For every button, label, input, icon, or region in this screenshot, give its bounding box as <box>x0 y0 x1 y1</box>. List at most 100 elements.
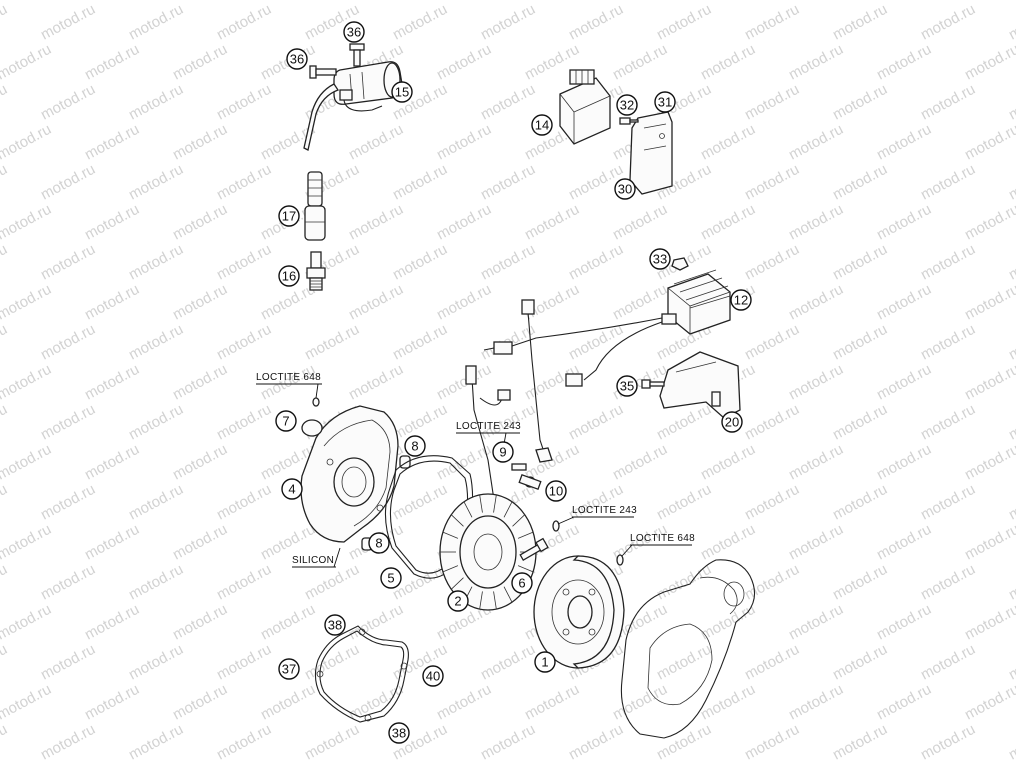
callout-6: 6 <box>511 572 533 594</box>
svg-text:2: 2 <box>454 594 461 609</box>
watermark-text: motod.ru <box>830 241 890 284</box>
watermark-text: motod.ru <box>38 721 98 762</box>
watermark-text: motod.ru <box>126 641 186 684</box>
watermark-text: motod.ru <box>918 1 978 44</box>
watermark-text: motod.ru <box>434 681 494 724</box>
watermark-text: motod.ru <box>1006 721 1016 762</box>
coil-bolt-top <box>349 43 365 67</box>
watermark-text: motod.ru <box>390 241 450 284</box>
callout-38-bottom: 38 <box>388 722 410 744</box>
svg-text:30: 30 <box>618 182 632 197</box>
watermark-text: motod.ru <box>786 201 846 244</box>
watermark-text: motod.ru <box>874 361 934 404</box>
watermark-text: motod.ru <box>566 241 626 284</box>
watermark-text: motod.ru <box>654 1 714 44</box>
watermark-text: motod.ru <box>82 121 142 164</box>
watermark-text: motod.ru <box>610 281 670 324</box>
watermark-text: motod.ru <box>38 81 98 124</box>
watermark-text: motod.ru <box>962 361 1016 404</box>
watermark-text: motod.ru <box>566 321 626 364</box>
watermark-text: motod.ru <box>1006 81 1016 124</box>
watermark-text: motod.ru <box>38 481 98 524</box>
watermark-text: motod.ru <box>214 321 274 364</box>
watermark-text: motod.ru <box>918 81 978 124</box>
watermark-text: motod.ru <box>1006 241 1016 284</box>
stator-coil-tooth <box>517 565 534 573</box>
crankcase-outline <box>620 559 756 739</box>
watermark-text: motod.ru <box>38 321 98 364</box>
watermark-text: motod.ru <box>742 641 802 684</box>
callout-32: 32 <box>616 94 638 116</box>
lower-gasket <box>314 625 409 723</box>
watermark-text: motod.ru <box>346 121 406 164</box>
svg-text:9: 9 <box>499 445 506 460</box>
callout-40: 40 <box>422 665 444 687</box>
note-loctite-243-bolt: LOCTITE 243 <box>557 505 637 525</box>
watermark-text: motod.ru <box>874 441 934 484</box>
watermark-text: motod.ru <box>0 201 54 244</box>
svg-text:7: 7 <box>282 414 289 429</box>
watermark-text: motod.ru <box>170 281 230 324</box>
watermark-text: motod.ru <box>698 121 758 164</box>
watermark-text: motod.ru <box>698 201 758 244</box>
watermark-text: motod.ru <box>0 121 54 164</box>
svg-text:36: 36 <box>347 25 361 40</box>
watermark-text: motod.ru <box>1006 561 1016 604</box>
watermark-text: motod.ru <box>874 41 934 84</box>
note-loctite-648-rotor-text: LOCTITE 648 <box>630 533 695 544</box>
callout-35: 35 <box>616 375 638 397</box>
watermark-text: motod.ru <box>786 681 846 724</box>
watermark-text: motod.ru <box>0 281 54 324</box>
watermark-text: motod.ru <box>918 401 978 444</box>
watermark-text: motod.ru <box>0 321 10 364</box>
watermark-text: motod.ru <box>126 321 186 364</box>
svg-text:16: 16 <box>282 269 296 284</box>
stator-coil-tooth <box>479 494 483 513</box>
watermark-text: motod.ru <box>82 601 142 644</box>
watermark-text: motod.ru <box>0 41 54 84</box>
watermark-text: motod.ru <box>742 321 802 364</box>
watermark-text: motod.ru <box>302 721 362 762</box>
watermark-text: motod.ru <box>0 641 10 684</box>
watermark-text: motod.ru <box>830 641 890 684</box>
watermark-text: motod.ru <box>786 281 846 324</box>
watermark-text: motod.ru <box>258 601 318 644</box>
callout-30: 30 <box>614 178 636 200</box>
watermark-text: motod.ru <box>214 241 274 284</box>
watermark-text: motod.ru <box>214 1 274 44</box>
rotor-bolt <box>519 520 560 561</box>
watermark-text: motod.ru <box>214 641 274 684</box>
watermark-text: motod.ru <box>522 681 582 724</box>
watermark-text: motod.ru <box>82 521 142 564</box>
watermark-text: motod.ru <box>0 561 10 604</box>
watermark-text: motod.ru <box>0 721 10 762</box>
svg-text:5: 5 <box>387 571 394 586</box>
svg-text:36: 36 <box>290 52 304 67</box>
watermark-text: motod.ru <box>830 1 890 44</box>
watermark-text: motod.ru <box>786 441 846 484</box>
watermark-text: motod.ru <box>478 241 538 284</box>
svg-text:8: 8 <box>375 536 382 551</box>
cover-plug <box>301 397 323 437</box>
watermark-text: motod.ru <box>170 521 230 564</box>
note-loctite-243-screw-text: LOCTITE 243 <box>456 421 521 432</box>
callout-31: 31 <box>654 91 676 113</box>
note-silicon-text: SILICON <box>292 555 334 566</box>
watermark-text: motod.ru <box>1006 161 1016 204</box>
watermark-text: motod.ru <box>0 681 54 724</box>
watermark-text: motod.ru <box>1006 481 1016 524</box>
regulator-bracket <box>659 351 741 419</box>
stator-coil-tooth <box>442 531 459 539</box>
watermark-text: motod.ru <box>0 0 54 4</box>
coil-bolt-side <box>309 65 337 79</box>
watermark-text: motod.ru <box>918 321 978 364</box>
svg-text:35: 35 <box>620 379 634 394</box>
flywheel-rotor <box>533 554 625 669</box>
watermark-text: motod.ru <box>478 641 538 684</box>
watermark-text: motod.ru <box>610 41 670 84</box>
watermark-text: motod.ru <box>874 521 934 564</box>
svg-text:6: 6 <box>518 576 525 591</box>
svg-text:14: 14 <box>535 118 549 133</box>
watermark-text: motod.ru <box>962 441 1016 484</box>
svg-text:15: 15 <box>395 85 409 100</box>
